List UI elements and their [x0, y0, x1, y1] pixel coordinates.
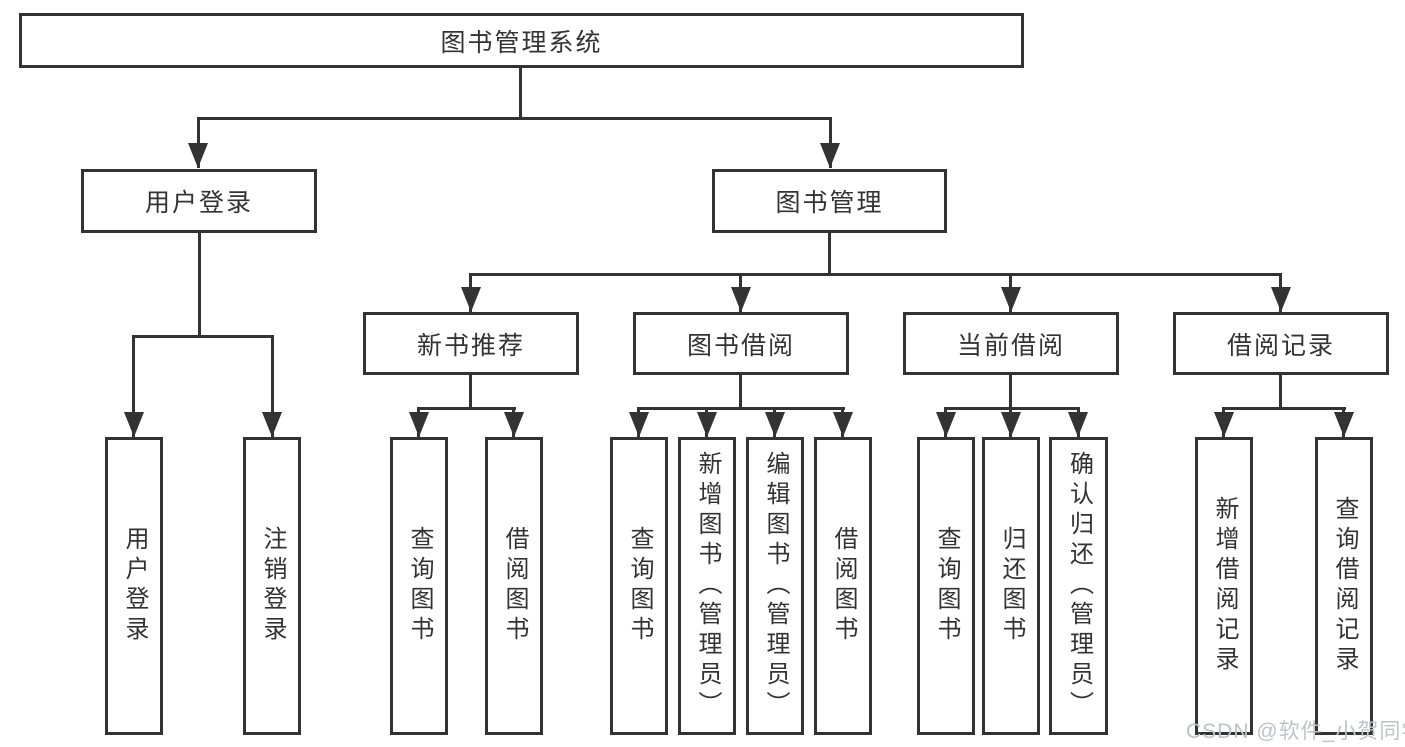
connector-line — [132, 335, 135, 437]
connector-line — [197, 117, 832, 120]
arrowhead-down-icon — [936, 412, 956, 437]
connector-line — [637, 407, 845, 410]
arrowhead-down-icon — [1214, 412, 1234, 437]
leaf-recommend-query-books: 查询图书 — [390, 437, 448, 735]
arrowhead-down-icon — [1271, 287, 1291, 312]
arrowhead-down-icon — [1001, 412, 1021, 437]
arrowhead-down-icon — [188, 143, 208, 168]
arrowhead-down-icon — [697, 412, 717, 437]
connector-line — [271, 335, 274, 437]
node-book-borrow: 图书借阅 — [633, 312, 849, 375]
arrowhead-down-icon — [765, 412, 785, 437]
leaf-current-confirm-return-admin: 确认归还（管理员） — [1049, 437, 1108, 735]
node-current-borrow: 当前借阅 — [903, 312, 1119, 375]
arrowhead-down-icon — [124, 412, 144, 437]
leaf-current-query-books: 查询图书 — [917, 437, 975, 735]
node-root: 图书管理系统 — [19, 13, 1024, 68]
connector-line — [1279, 375, 1282, 407]
connector-line — [417, 407, 516, 410]
arrowhead-down-icon — [409, 412, 429, 437]
node-borrow-records: 借阅记录 — [1173, 312, 1389, 375]
arrowhead-down-icon — [731, 287, 751, 312]
connector-line — [197, 117, 200, 168]
leaf-logout: 注销登录 — [243, 437, 301, 735]
arrowhead-down-icon — [262, 412, 282, 437]
connector-line — [469, 375, 472, 407]
arrowhead-down-icon — [1334, 412, 1354, 437]
connector-line — [944, 407, 1080, 410]
leaf-records-query-record: 查询借阅记录 — [1315, 437, 1373, 735]
arrowhead-down-icon — [820, 143, 840, 168]
connector-line — [519, 68, 522, 117]
connector-line — [1222, 407, 1346, 410]
leaf-borrow-edit-books-admin: 编辑图书（管理员） — [746, 437, 804, 735]
connector-line — [198, 233, 201, 335]
arrowhead-down-icon — [1001, 287, 1021, 312]
connector-line — [739, 375, 742, 407]
connector-line — [469, 273, 1282, 276]
connector-line — [828, 233, 831, 273]
arrowhead-down-icon — [833, 412, 853, 437]
node-book-management: 图书管理 — [712, 169, 947, 233]
arrowhead-down-icon — [504, 412, 524, 437]
node-user-login: 用户登录 — [81, 169, 317, 233]
leaf-borrow-add-books-admin: 新增图书（管理员） — [678, 437, 736, 735]
connector-line — [829, 117, 832, 168]
arrowhead-down-icon — [461, 287, 481, 312]
leaf-borrow-query-books: 查询图书 — [610, 437, 668, 735]
arrowhead-down-icon — [629, 412, 649, 437]
leaf-records-add-record: 新增借阅记录 — [1195, 437, 1253, 735]
csdn-watermark: CSDN @软件_小贺同学 — [1186, 720, 1405, 743]
connector-line — [132, 335, 274, 338]
node-new-book-recommend: 新书推荐 — [363, 312, 579, 375]
leaf-recommend-borrow-books: 借阅图书 — [485, 437, 543, 735]
arrowhead-down-icon — [1068, 412, 1088, 437]
leaf-user-login: 用户登录 — [105, 437, 163, 735]
leaf-current-return-books: 归还图书 — [982, 437, 1040, 735]
leaf-borrow-borrow-books: 借阅图书 — [814, 437, 872, 735]
connector-line — [1009, 375, 1012, 407]
